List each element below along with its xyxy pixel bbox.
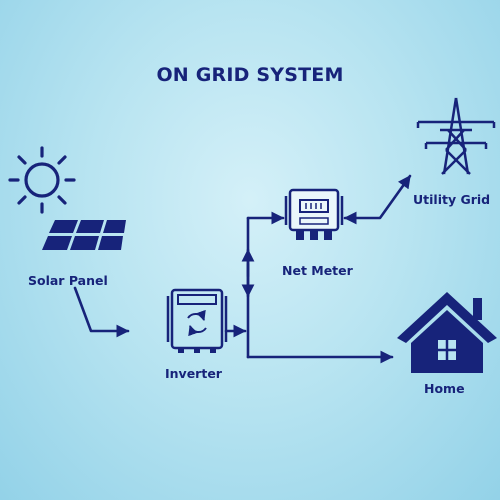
diagram-title: ON GRID SYSTEM (156, 64, 344, 86)
solar-panel-icon (42, 220, 126, 250)
flow-lines (73, 174, 412, 364)
solar-to-inverter-line (73, 286, 130, 338)
home-label: Home (424, 381, 465, 396)
meter-to-grid-line (343, 174, 412, 225)
home-icon (397, 292, 497, 373)
sun-icon (8, 146, 76, 214)
utility-grid-label: Utility Grid (413, 192, 491, 207)
net-meter-icon (284, 188, 344, 240)
solar-panel-label: Solar Panel (28, 273, 108, 288)
inverter-label: Inverter (165, 366, 222, 381)
inverter-icon (166, 288, 228, 353)
transmission-tower-icon (416, 97, 496, 175)
net-meter-label: Net Meter (282, 263, 353, 278)
